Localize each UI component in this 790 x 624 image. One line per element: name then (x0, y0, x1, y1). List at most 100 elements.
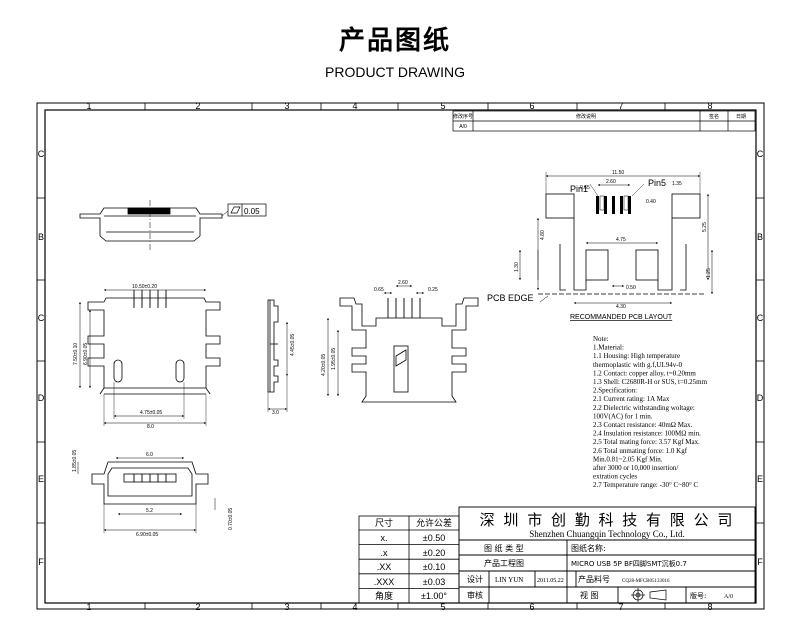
pcb-width-dim: 11.50 (612, 170, 624, 176)
pcb-pin1-label: Pin1 (570, 184, 588, 194)
pcb-125-dim: 1.25 (706, 268, 712, 278)
tolerance-size: .XXX (374, 577, 395, 587)
pcb-p1-dim: 0.65 (580, 185, 590, 191)
side-view (267, 299, 288, 412)
pcb-pitch-dim: 2.60 (606, 179, 616, 185)
row-labels-left: C B C D E F (38, 149, 45, 567)
note-line: 2.3 Contact resistance: 40mΩ Max. (593, 421, 693, 429)
tolerance-size: .XX (377, 562, 392, 572)
flatness-value: 0.05 (244, 207, 260, 216)
row-label-right-6: F (757, 557, 763, 567)
note-line: 2.7 Temperature range: -30° C~80° C (593, 481, 699, 489)
label-revision: 版号: (690, 591, 706, 600)
right-pitch-b-dim: 0.25 (428, 287, 438, 293)
tolerance-value: ±0.20 (423, 548, 445, 558)
front-height2-dim: 6.90±0.05 (83, 343, 89, 365)
right-pitch-a-dim: 0.65 (374, 287, 384, 293)
frame-column-ticks (144, 103, 666, 609)
revision-row-value: A/0 (459, 124, 467, 130)
front-width-dim: 10.50±0.20 (132, 284, 157, 290)
row-label-right-3: C (757, 313, 764, 323)
title-block: 深 圳 市 创 勤 科 技 有 限 公 司 Shenzhen Chuangqin… (458, 506, 756, 604)
note-line: 1.1 Housing: High temperature (593, 352, 680, 360)
front-outer-width-dim: 8.0 (147, 424, 154, 430)
tolerance-value: ±1.00° (421, 591, 447, 601)
side-width-dim: 3.0 (272, 410, 279, 416)
label-drawing-name: 图纸名称: (571, 543, 606, 553)
label-view: 视 图 (580, 590, 599, 600)
note-line: 1.Material: (593, 344, 624, 352)
page-title-chinese: 产品图纸 (338, 26, 451, 56)
pcb-130-dim: 1.30 (514, 262, 520, 272)
revision-header-sign: 签名 (709, 113, 719, 120)
tolerance-size: 角度 (375, 590, 393, 601)
note-line: 2.2 Dielectric withstanding woltage: (593, 404, 695, 412)
col-label-bottom-7: 7 (618, 602, 623, 612)
col-label-4: 4 (352, 101, 357, 111)
note-line: 1.3 Shell: C2680R-H or SUS, t=0.25mm (593, 378, 708, 386)
tolerance-size: x. (380, 533, 387, 543)
label-design: 设计 (467, 574, 483, 584)
row-label-3: C (38, 313, 45, 323)
revision-block: 修改序号 修改说明 签名 日期 A/0 (452, 110, 756, 132)
col-label-bottom-1: 1 (86, 602, 91, 612)
bottom-h1-dim: 1.85±0.05 (72, 450, 78, 472)
tolerance-value: ±0.50 (423, 533, 445, 543)
col-label-bottom-6: 6 (529, 602, 534, 612)
bottom-h2-dim: 0.70±0.05 (228, 508, 234, 530)
design-date-value: 2011.05.22 (537, 578, 564, 584)
projection-symbol-icon (631, 588, 667, 602)
row-label-5: E (38, 474, 44, 484)
row-label-2: B (38, 232, 44, 242)
column-labels-top: 1 2 3 4 5 6 7 8 (86, 101, 712, 111)
front-height-dim: 7.50±0.10 (73, 343, 79, 365)
pcb-edge-label: PCB EDGE (487, 293, 534, 303)
note-line: 2.1 Current rating: 1A Max (593, 395, 670, 403)
note-line: thermoplastic with g.f,UL94v-0 (593, 361, 683, 369)
note-line: Note: (593, 335, 609, 343)
col-label-1: 1 (86, 101, 91, 111)
right-height2-dim: 1.95±0.05 (331, 348, 337, 370)
bottom-view (77, 457, 216, 533)
bottom-w1-dim: 6.0 (146, 452, 153, 458)
tolerance-value: ±0.03 (423, 577, 445, 587)
revision-value: A/0 (724, 594, 733, 600)
front-inner-width-dim: 4.75±0.05 (140, 410, 162, 416)
row-labels-right: C B C D E F (757, 149, 764, 567)
col-label-3: 3 (284, 101, 289, 111)
label-drawing-type: 图 纸 类 型 (484, 543, 524, 553)
company-name-en: Shenzhen Chuangqin Technology Co., Ltd. (529, 529, 684, 539)
note-line: after 3000 or 10,000 insertion/ (593, 464, 678, 472)
notes-block: Note: 1.Material: 1.1 Housing: High temp… (593, 335, 708, 489)
row-label-right-4: D (757, 393, 764, 403)
right-height-dim: 4.20±0.05 (321, 354, 327, 376)
right-view (327, 285, 479, 403)
designer-value: LIN YUN (495, 576, 523, 584)
column-labels-bottom: 1 2 3 4 5 6 7 8 (86, 602, 712, 612)
revision-header-desc: 修改说明 (576, 113, 596, 120)
row-label-6: F (38, 557, 44, 567)
frame-row-ticks (37, 197, 764, 524)
pcb-135-dim: 1.35 (672, 181, 682, 187)
pcb-layout-caption: RECOMMANDED PCB LAYOUT (570, 314, 673, 321)
row-label-1: C (38, 149, 45, 159)
front-view (79, 289, 221, 426)
pcb-475-dim: 4.75 (616, 237, 626, 243)
note-line: 2.4 Insulation resistance: 100MΩ min. (593, 430, 701, 438)
col-label-2: 2 (195, 101, 200, 111)
col-label-7: 7 (618, 101, 623, 111)
row-label-right-1: C (757, 149, 764, 159)
pcb-480-dim: 4.80 (540, 230, 546, 240)
pcb-525-dim: 5.25 (702, 222, 708, 232)
side-height-dim: 4.45±0.05 (290, 334, 296, 356)
note-line: 1.2 Contact: copper alloy, t=0.20mm (593, 369, 696, 377)
tolerance-table: 尺寸 允许公差 x. ±0.50 .x ±0.20 .XX ±0.10 .XXX… (358, 515, 460, 604)
row-label-right-5: E (757, 474, 763, 484)
label-review: 审核 (467, 590, 483, 600)
col-label-bottom-2: 2 (195, 602, 200, 612)
col-label-bottom-5: 5 (440, 602, 445, 612)
pcb-040-dim: 0.40 (646, 199, 656, 205)
pcb-pin5-label: Pin5 (648, 178, 666, 188)
col-label-8: 8 (707, 101, 712, 111)
